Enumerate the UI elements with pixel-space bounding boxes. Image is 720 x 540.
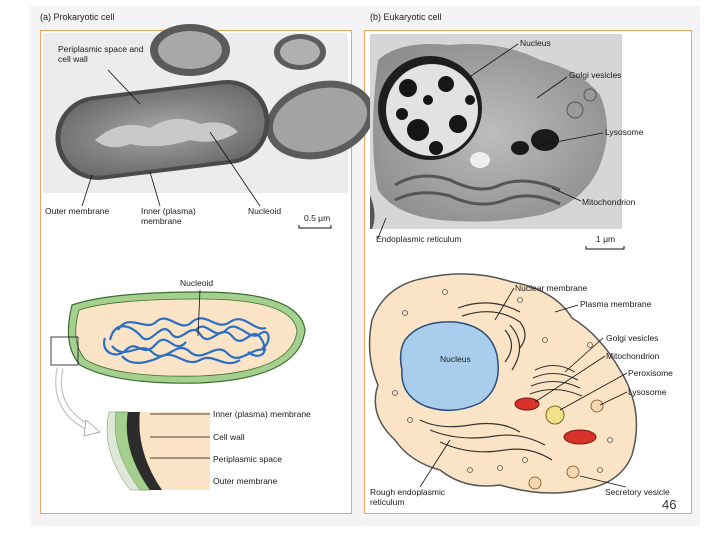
page-number: 46 bbox=[662, 497, 677, 512]
label-er-micro: Endoplasmic reticulum bbox=[376, 234, 462, 244]
prokaryote-micro-leaders bbox=[81, 69, 261, 207]
label-inner-membrane-micro: Inner (plasma) membrane bbox=[141, 206, 196, 226]
mitochondrion-1 bbox=[514, 397, 540, 411]
label-golgi-micro: Golgi vesicles bbox=[569, 70, 622, 80]
label-nucleoid-micro: Nucleoid bbox=[248, 206, 282, 216]
lysosome-1 bbox=[590, 399, 604, 413]
dna-nucleoid bbox=[102, 317, 270, 365]
label-outer-membrane-diagram: Outer membrane bbox=[213, 476, 278, 486]
label-peroxisome: Peroxisome bbox=[628, 368, 673, 378]
label-inner-membrane-diagram: Inner (plasma) membrane bbox=[213, 409, 311, 419]
label-secretory-vesicle: Secretory vesicle bbox=[605, 487, 670, 497]
eukaryote-micro-leaders bbox=[377, 43, 604, 239]
prokaryote-diagram bbox=[50, 289, 306, 491]
label-golgi-diagram: Golgi vesicles bbox=[606, 333, 659, 343]
scale-bar-a bbox=[298, 225, 332, 229]
prokaryote-micrograph bbox=[43, 24, 375, 193]
label-lysosome-diagram: Lysosome bbox=[628, 387, 667, 397]
label-outer-membrane-micro: Outer membrane bbox=[45, 206, 110, 216]
panel-b-heading: (b) Eukaryotic cell bbox=[370, 12, 442, 22]
mitochondrion-2 bbox=[563, 429, 597, 445]
label-nuclear-membrane: Nuclear membrane bbox=[515, 283, 588, 293]
label-mitochondrion-diagram: Mitochondrion bbox=[606, 351, 660, 361]
panel-a-heading: (a) Prokaryotic cell bbox=[40, 12, 115, 22]
peroxisome bbox=[545, 405, 565, 425]
label-lysosome-micro: Lysosome bbox=[605, 127, 644, 137]
secretory-vesicle-1 bbox=[566, 465, 580, 479]
label-nucleus-diagram: Nucleus bbox=[440, 354, 471, 364]
eukaryote-diagram bbox=[368, 273, 638, 494]
scale-bar-b bbox=[585, 246, 625, 250]
label-nucleoid-diagram: Nucleoid bbox=[180, 278, 214, 288]
secretory-vesicle-2 bbox=[528, 476, 542, 490]
label-periplasmic-space: Periplasmic space bbox=[213, 454, 282, 464]
scale-label-b: 1 μm bbox=[596, 234, 616, 244]
label-mitochondrion-micro: Mitochondrion bbox=[582, 197, 636, 207]
rough-er bbox=[419, 302, 553, 461]
label-periplasmic-space-cell-wall: Periplasmic space and cell wall bbox=[58, 44, 144, 64]
label-nucleus-micro: Nucleus bbox=[520, 38, 551, 48]
scale-label-a: 0.5 μm bbox=[304, 213, 331, 223]
eukaryote-diagram-leaders bbox=[419, 287, 628, 488]
label-plasma-membrane: Plasma membrane bbox=[580, 299, 652, 309]
label-cell-wall: Cell wall bbox=[213, 432, 245, 442]
eukaryote-micrograph bbox=[370, 34, 622, 229]
label-rough-er: Rough endoplasmic reticulum bbox=[370, 487, 446, 507]
golgi-stack bbox=[529, 365, 583, 397]
